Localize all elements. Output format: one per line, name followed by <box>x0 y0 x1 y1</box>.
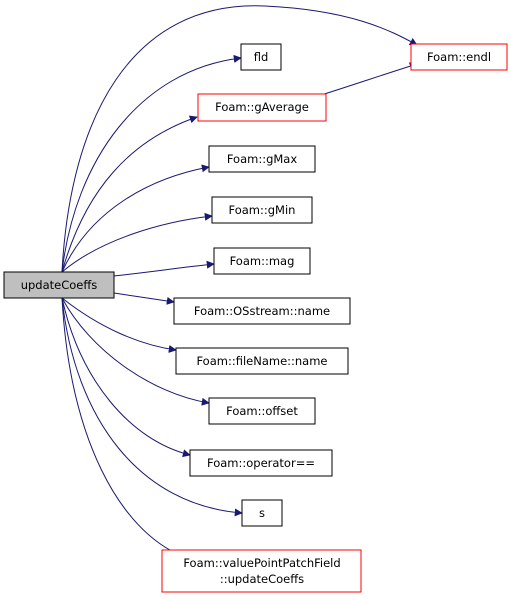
edge-root-mag <box>113 260 215 277</box>
edge-gaverage-endl <box>317 62 418 97</box>
edge-root-gmax <box>61 164 210 273</box>
node-foam-endl[interactable]: Foam::endl <box>410 43 508 71</box>
edge-root-opeq <box>61 297 191 458</box>
node-label: Foam::operator== <box>207 456 315 470</box>
node-label: Foam::offset <box>226 404 298 418</box>
node-fld[interactable]: fld <box>240 43 282 71</box>
node-layer: updateCoeffs Foam::endl fld Foam::gAvera… <box>3 43 508 593</box>
node-label-line-2: ::updateCoeffs <box>220 572 304 586</box>
edge-root-vppf <box>61 297 183 557</box>
node-label: Foam::gMin <box>229 203 296 217</box>
node-label: Foam::mag <box>230 254 295 268</box>
node-foam-operator-eq[interactable]: Foam::operator== <box>189 449 333 477</box>
edge-root-offset <box>61 297 210 406</box>
node-label: Foam::OSstream::name <box>194 304 330 318</box>
node-label: updateCoeffs <box>21 278 98 292</box>
node-label: fld <box>254 50 269 64</box>
node-label: Foam::fileName::name <box>196 354 327 368</box>
node-foam-gaverage[interactable]: Foam::gAverage <box>197 93 327 122</box>
edge-root-s <box>61 297 243 517</box>
edge-layer <box>61 5 418 557</box>
node-label: Foam::gAverage <box>215 100 309 114</box>
edge-root-gaverage <box>61 115 198 273</box>
node-label: s <box>259 506 265 520</box>
edge-root-gmin <box>61 212 213 273</box>
edge-root-osname <box>113 292 175 305</box>
edge-root-fld <box>61 54 242 273</box>
node-foam-valuepointpatchfield-updatecoeffs[interactable]: Foam::valuePointPatchField ::updateCoeff… <box>161 549 362 593</box>
node-label-line-1: Foam::valuePointPatchField <box>183 556 340 570</box>
node-label: Foam::endl <box>427 50 491 64</box>
edge-root-endl <box>61 5 418 273</box>
node-foam-gmax[interactable]: Foam::gMax <box>208 145 316 173</box>
node-foam-mag[interactable]: Foam::mag <box>213 247 311 275</box>
node-foam-filename-name[interactable]: Foam::fileName::name <box>175 347 349 375</box>
node-foam-osstream-name[interactable]: Foam::OSstream::name <box>173 297 351 325</box>
node-foam-offset[interactable]: Foam::offset <box>208 397 316 425</box>
node-foam-gmin[interactable]: Foam::gMin <box>211 196 313 224</box>
node-update-coeffs[interactable]: updateCoeffs <box>3 271 115 299</box>
edge-root-fnname <box>61 297 177 353</box>
node-label: Foam::gMax <box>227 152 298 166</box>
node-s[interactable]: s <box>241 499 283 527</box>
